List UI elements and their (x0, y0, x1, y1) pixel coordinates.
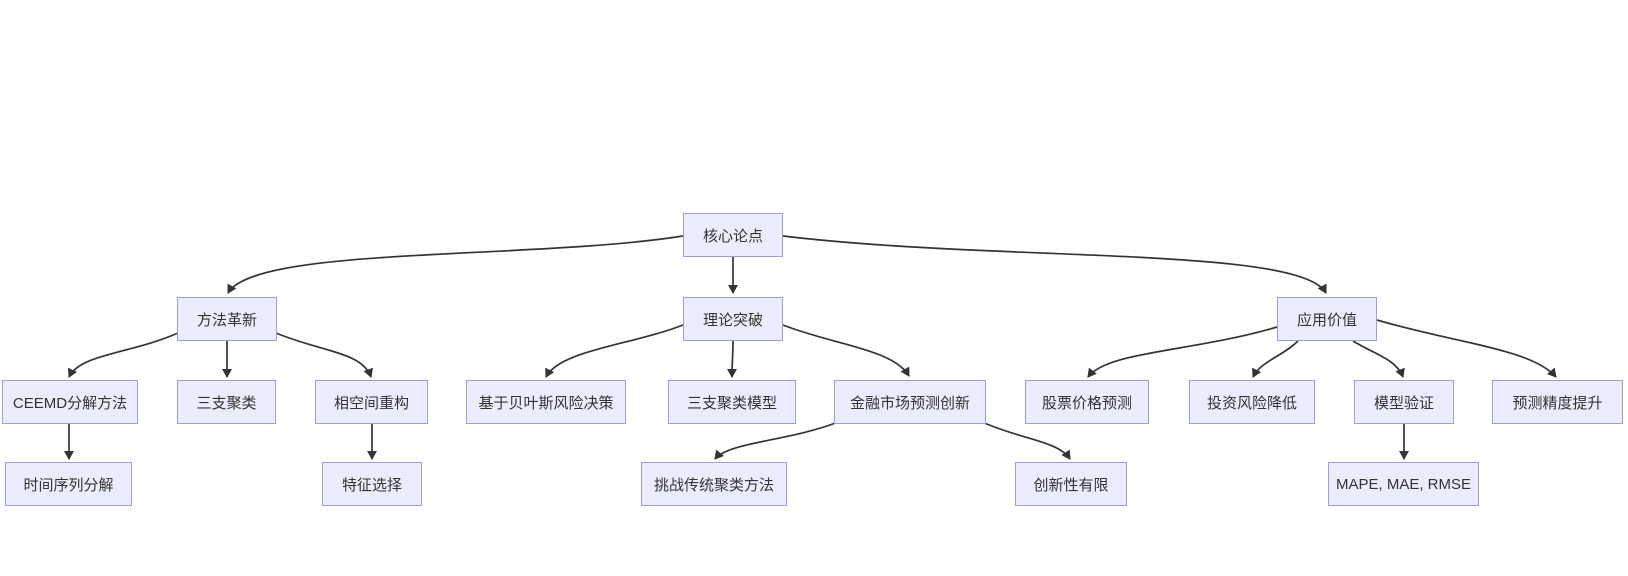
edge-application-to-stock (1087, 326, 1278, 378)
node-limited: 创新性有限 (1015, 462, 1127, 506)
node-tw-model: 三支聚类模型 (668, 380, 796, 424)
edge-core-to-application (782, 235, 1327, 294)
node-application: 应用价值 (1277, 297, 1377, 341)
node-phase: 相空间重构 (315, 380, 428, 424)
node-feature: 特征选择 (322, 462, 422, 506)
edge-application-to-risk (1252, 340, 1299, 378)
edge-finance-to-challenge (714, 421, 839, 460)
node-core: 核心论点 (683, 213, 783, 257)
edge-application-to-accuracy (1376, 319, 1557, 378)
node-stock: 股票价格预测 (1025, 380, 1149, 424)
edge-method-to-ceemd (67, 332, 179, 378)
node-risk: 投资风险降低 (1189, 380, 1315, 424)
node-accuracy: 预测精度提升 (1492, 380, 1623, 424)
node-challenge: 挑战传统聚类方法 (641, 462, 787, 506)
edge-theory-to-bayes (545, 324, 684, 378)
edge-application-to-validation (1352, 340, 1405, 378)
edge-finance-to-limited (981, 421, 1071, 460)
node-method: 方法革新 (177, 297, 277, 341)
node-ceemd: CEEMD分解方法 (2, 380, 138, 424)
node-bayes: 基于贝叶斯风险决策 (466, 380, 626, 424)
node-mape: MAPE, MAE, RMSE (1328, 462, 1479, 506)
edge-theory-to-tw-model (727, 340, 738, 378)
node-validation: 模型验证 (1354, 380, 1454, 424)
edge-method-to-phase (275, 332, 373, 378)
edge-theory-to-finance (782, 324, 910, 377)
node-theory: 理论突破 (683, 297, 783, 341)
node-finance: 金融市场预测创新 (834, 380, 986, 424)
node-three-way: 三支聚类 (177, 380, 276, 424)
edge-core-to-method (227, 235, 684, 294)
node-ts-decomp: 时间序列分解 (5, 462, 132, 506)
